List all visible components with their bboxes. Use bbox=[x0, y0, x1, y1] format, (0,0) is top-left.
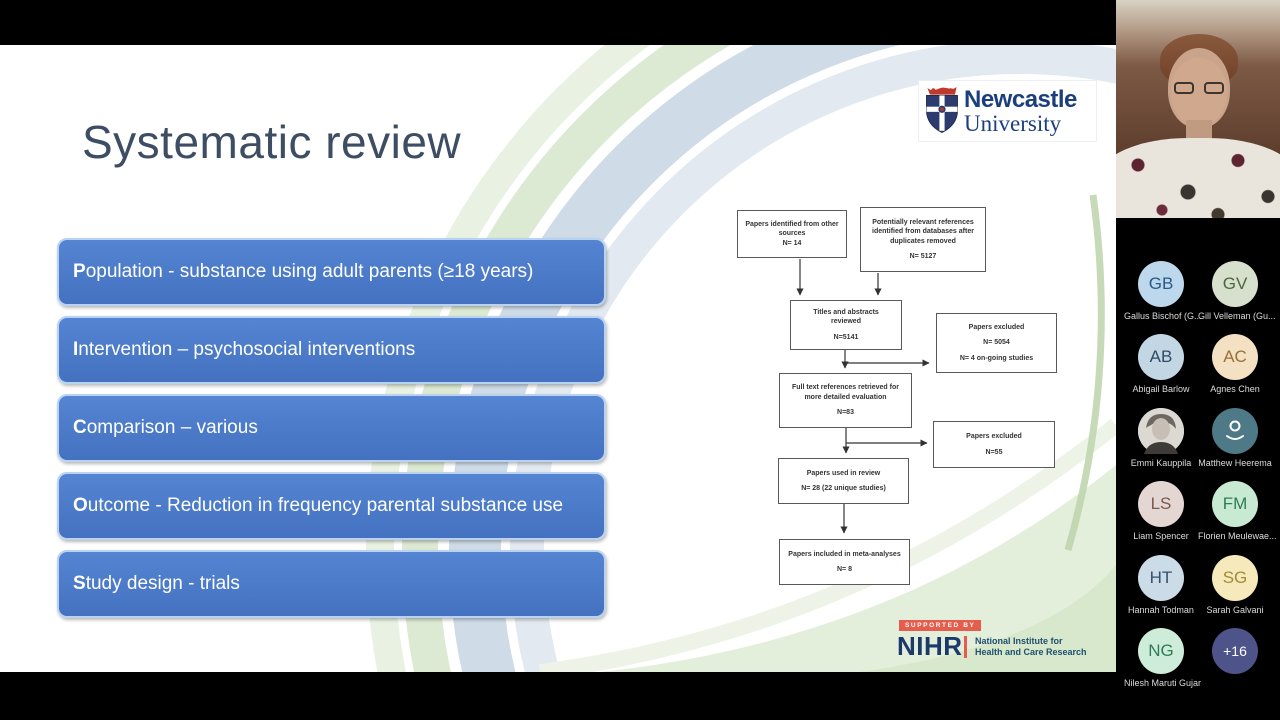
participant-initials-avatar: AB bbox=[1138, 334, 1184, 381]
participant-sarah-galvani[interactable]: SG Sarah Galvani bbox=[1198, 554, 1272, 615]
participant-initials-avatar: HT bbox=[1138, 554, 1184, 601]
slide-title: Systematic review bbox=[82, 116, 462, 168]
participant-name: Gill Velleman (Gu... bbox=[1198, 311, 1276, 321]
letterbox-bottom bbox=[0, 672, 1116, 720]
newcastle-logo-line2: University bbox=[964, 110, 1062, 136]
nihr-supported-by-tag: SUPPORTED BY bbox=[899, 620, 981, 631]
participant-initials-avatar: FM bbox=[1212, 481, 1258, 528]
shared-slide: Systematic review Newcastle University P… bbox=[0, 45, 1116, 672]
participant-abigail-barlow[interactable]: AB Abigail Barlow bbox=[1124, 334, 1198, 394]
participant-initials-avatar: GV bbox=[1212, 261, 1258, 307]
participant-initials-avatar: NG bbox=[1138, 628, 1184, 674]
pico-item-c: Comparison – various bbox=[57, 394, 606, 462]
nihr-divider-bar bbox=[964, 636, 967, 658]
participant-name: Agnes Chen bbox=[1210, 384, 1260, 395]
participant-emmi-kauppila[interactable]: Emmi Kauppila bbox=[1124, 407, 1198, 468]
participant-16[interactable]: +16 bbox=[1198, 628, 1272, 674]
participant-initials-avatar: SG bbox=[1212, 554, 1258, 601]
pico-item-label: Population - substance using adult paren… bbox=[73, 261, 534, 283]
participant-name: Sarah Galvani bbox=[1206, 604, 1264, 615]
participants-sidebar: GB Gallus Bischof (G... GV Gill Velleman (G… bbox=[1116, 0, 1280, 720]
letterbox-top bbox=[0, 0, 1116, 45]
nihr-name-line1: National Institute for bbox=[975, 636, 1063, 646]
pico-item-label: Outcome - Reduction in frequency parenta… bbox=[73, 495, 564, 517]
newcastle-university-logo: Newcastle University bbox=[919, 81, 1096, 141]
person-icon bbox=[1212, 407, 1258, 454]
speaker-blouse bbox=[1116, 138, 1280, 218]
participant-liam-spencer[interactable]: LS Liam Spencer bbox=[1124, 481, 1198, 541]
participant-name: Abigail Barlow bbox=[1132, 384, 1190, 395]
nihr-logo: SUPPORTED BY NIHR National Institute for… bbox=[897, 620, 1100, 665]
participant-name: Nilesh Maruti Gujar bbox=[1124, 678, 1202, 688]
speaker-video[interactable] bbox=[1116, 0, 1280, 218]
participant-gill-velleman-gu[interactable]: GV Gill Velleman (Gu... bbox=[1198, 261, 1276, 321]
participant-name: Hannah Todman bbox=[1128, 604, 1194, 615]
newcastle-logo-line1: Newcastle bbox=[964, 85, 1077, 113]
pico-item-i: Intervention – psychosocial intervention… bbox=[57, 316, 606, 384]
participant-name: Emmi Kauppila bbox=[1130, 457, 1192, 468]
participant-name: Gallus Bischof (G... bbox=[1124, 311, 1202, 321]
nihr-name-line2: Health and Care Research bbox=[975, 646, 1087, 657]
participant-hannah-todman[interactable]: HT Hannah Todman bbox=[1124, 554, 1198, 615]
participant-matthew-heerema[interactable]: Matthew Heerema bbox=[1198, 407, 1272, 468]
participant-name: Florien Meulewae... bbox=[1198, 531, 1277, 542]
participant-name: Matthew Heerema bbox=[1198, 457, 1272, 468]
pico-item-label: Intervention – psychosocial intervention… bbox=[73, 339, 416, 361]
participant-florien-meulewae[interactable]: FM Florien Meulewae... bbox=[1198, 481, 1277, 542]
participant-nilesh-maruti-gujar[interactable]: NG Nilesh Maruti Gujar bbox=[1124, 628, 1202, 688]
pico-item-label: Comparison – various bbox=[73, 417, 258, 439]
participant-initials-avatar: AC bbox=[1212, 334, 1258, 381]
nihr-acronym: NIHR bbox=[897, 631, 963, 661]
participant-initials-avatar: GB bbox=[1138, 261, 1184, 307]
participant-photo-avatar bbox=[1138, 407, 1184, 454]
participant-initials-avatar: LS bbox=[1138, 481, 1184, 528]
speaker-glasses bbox=[1174, 82, 1224, 94]
participant-agnes-chen[interactable]: AC Agnes Chen bbox=[1198, 334, 1272, 394]
participant-gallus-bischof-g[interactable]: GB Gallus Bischof (G... bbox=[1124, 261, 1202, 321]
newcastle-shield-icon bbox=[926, 86, 958, 134]
pico-item-label: Study design - trials bbox=[73, 573, 240, 595]
pico-item-s: Study design - trials bbox=[57, 550, 606, 618]
participant-name: Liam Spencer bbox=[1133, 531, 1189, 542]
pico-item-p: Population - substance using adult paren… bbox=[57, 238, 606, 306]
overflow-count-badge: +16 bbox=[1212, 628, 1258, 674]
pico-item-o: Outcome - Reduction in frequency parenta… bbox=[57, 472, 606, 540]
